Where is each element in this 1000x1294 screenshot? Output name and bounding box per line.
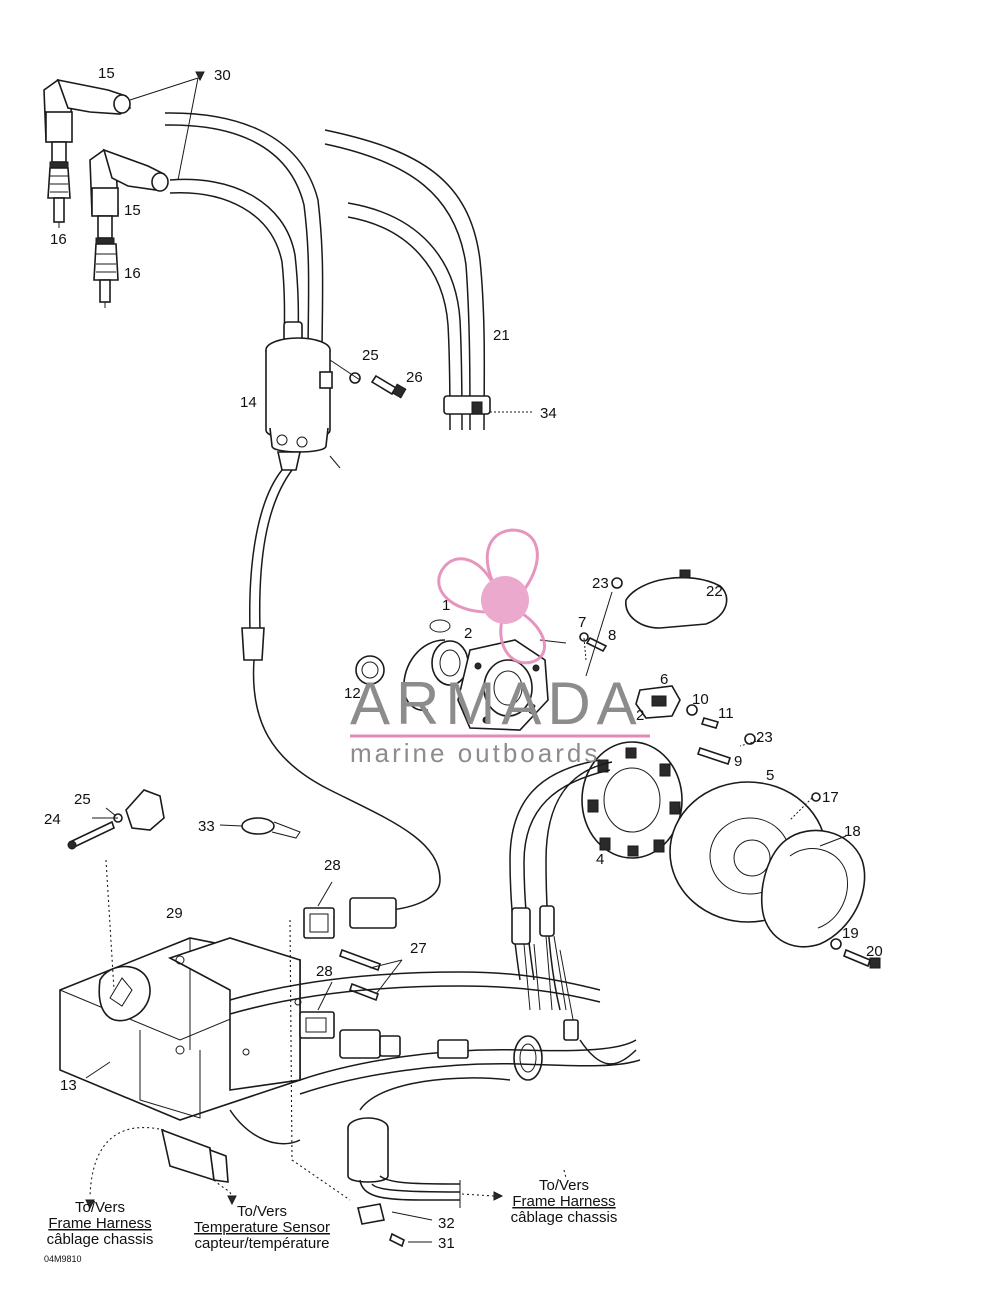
callout-9: 9 <box>734 753 742 770</box>
starter-cup-18 <box>760 829 866 948</box>
spark-plug-upper <box>47 141 71 228</box>
callout-25b: 25 <box>74 791 91 808</box>
callout-20: 20 <box>866 943 883 960</box>
svg-text:To/Vers: To/Vers <box>237 1203 287 1220</box>
high-tension-lead-1 <box>164 112 324 361</box>
clip-33 <box>241 817 301 839</box>
callout-27: 27 <box>410 940 427 957</box>
callout-32: 32 <box>438 1215 455 1232</box>
spark-plug-cap-upper <box>43 78 131 143</box>
note-frame-harness-left: To/Vers Frame Harness câblage chassis <box>47 1199 154 1248</box>
callout-8: 8 <box>608 627 616 644</box>
stator-harness <box>509 759 613 1081</box>
callout-31: 31 <box>438 1235 455 1252</box>
cover-22 <box>625 569 728 629</box>
callout-14: 14 <box>240 394 257 411</box>
callout-28a: 28 <box>324 857 341 874</box>
note-frame-harness-right: To/Vers Frame Harness câblage chassis <box>511 1177 618 1226</box>
svg-text:Temperature Sensor: Temperature Sensor <box>194 1219 330 1236</box>
svg-text:To/Vers: To/Vers <box>75 1199 125 1216</box>
callout-18: 18 <box>844 823 861 840</box>
callout-16b: 16 <box>124 265 141 282</box>
callout-33: 33 <box>198 818 215 835</box>
callout-15a: 15 <box>98 65 115 82</box>
callout-19: 19 <box>842 925 859 942</box>
screw-8 <box>585 636 608 653</box>
washer-10 <box>686 704 698 716</box>
callout-34: 34 <box>540 405 557 422</box>
callout-2b: 2 <box>636 707 644 724</box>
nut-23-upper <box>611 577 623 589</box>
arrowheads <box>85 71 504 1210</box>
bolt-26 <box>370 374 407 399</box>
trigger-coil-6 <box>635 685 681 719</box>
oil-seal-1 <box>403 619 451 712</box>
svg-text:Frame Harness: Frame Harness <box>48 1215 151 1232</box>
figure-code: 04M9810 <box>44 1254 82 1264</box>
watermark-brand: ARMADA <box>350 670 643 737</box>
callout-1: 1 <box>442 597 450 614</box>
grommet-harness-32 <box>347 1117 461 1248</box>
callout-13: 13 <box>60 1077 77 1094</box>
callout-22: 22 <box>706 583 723 600</box>
spark-plug-lower <box>93 215 119 308</box>
callout-4: 4 <box>596 851 604 868</box>
callout-23b: 23 <box>756 729 773 746</box>
callout-16a: 16 <box>50 231 67 248</box>
callout-29: 29 <box>166 905 183 922</box>
svg-text:câblage chassis: câblage chassis <box>47 1231 154 1248</box>
callout-12: 12 <box>344 685 361 702</box>
washer-7 <box>579 632 589 642</box>
svg-text:capteur/température: capteur/température <box>194 1235 329 1252</box>
callout-17: 17 <box>822 789 839 806</box>
ignition-coil-14 <box>265 321 341 471</box>
hose-clamp-34 <box>443 395 491 415</box>
callout-labels: 15 30 15 16 16 21 25 26 14 34 23 22 1 2 … <box>44 65 883 1252</box>
nut-23-lower <box>744 733 756 745</box>
callout-25a: 25 <box>362 347 379 364</box>
bracket-29 <box>98 965 151 1022</box>
coil-primary-lead <box>241 469 441 911</box>
spark-plug-cap-lower <box>89 148 169 217</box>
callout-2: 2 <box>464 625 472 642</box>
hose-21 <box>324 129 486 431</box>
svg-text:To/Vers: To/Vers <box>539 1177 589 1194</box>
callout-15b: 15 <box>124 202 141 219</box>
callout-28b: 28 <box>316 963 333 980</box>
cap-12 <box>355 655 385 685</box>
bracket-25-24 <box>67 789 165 850</box>
callout-7: 7 <box>578 614 586 631</box>
note-temperature-sensor: To/Vers Temperature Sensor capteur/tempé… <box>194 1203 330 1252</box>
dotted-routing-lines <box>89 859 567 1201</box>
propeller-logo-icon <box>437 528 546 665</box>
armada-watermark: ARMADA marine outboards <box>350 528 650 768</box>
callout-21: 21 <box>493 327 510 344</box>
washer-17 <box>811 792 821 802</box>
ties-27 <box>338 948 382 1002</box>
bolt-20 <box>843 948 881 969</box>
callout-10: 10 <box>692 691 709 708</box>
connectors-28 <box>299 897 401 1059</box>
screw-11 <box>700 717 720 729</box>
callout-6: 6 <box>660 671 668 688</box>
callout-26: 26 <box>406 369 423 386</box>
temp-sensor-connector <box>160 1128 229 1183</box>
callout-5: 5 <box>766 767 774 784</box>
callout-24: 24 <box>44 811 61 828</box>
high-tension-lead-2 <box>169 178 300 361</box>
svg-text:câblage chassis: câblage chassis <box>511 1209 618 1226</box>
leader-lines <box>85 77 847 1243</box>
electrical-box-13 <box>59 937 302 1121</box>
screw-9 <box>696 746 732 766</box>
callout-11: 11 <box>718 705 734 722</box>
callout-3: 3 <box>528 701 536 718</box>
watermark-tagline: marine outboards <box>350 738 600 768</box>
callout-30: 30 <box>214 67 231 84</box>
svg-text:Frame Harness: Frame Harness <box>512 1193 615 1210</box>
main-harness <box>229 971 641 1145</box>
washer-19 <box>830 938 842 950</box>
callout-23a: 23 <box>592 575 609 592</box>
